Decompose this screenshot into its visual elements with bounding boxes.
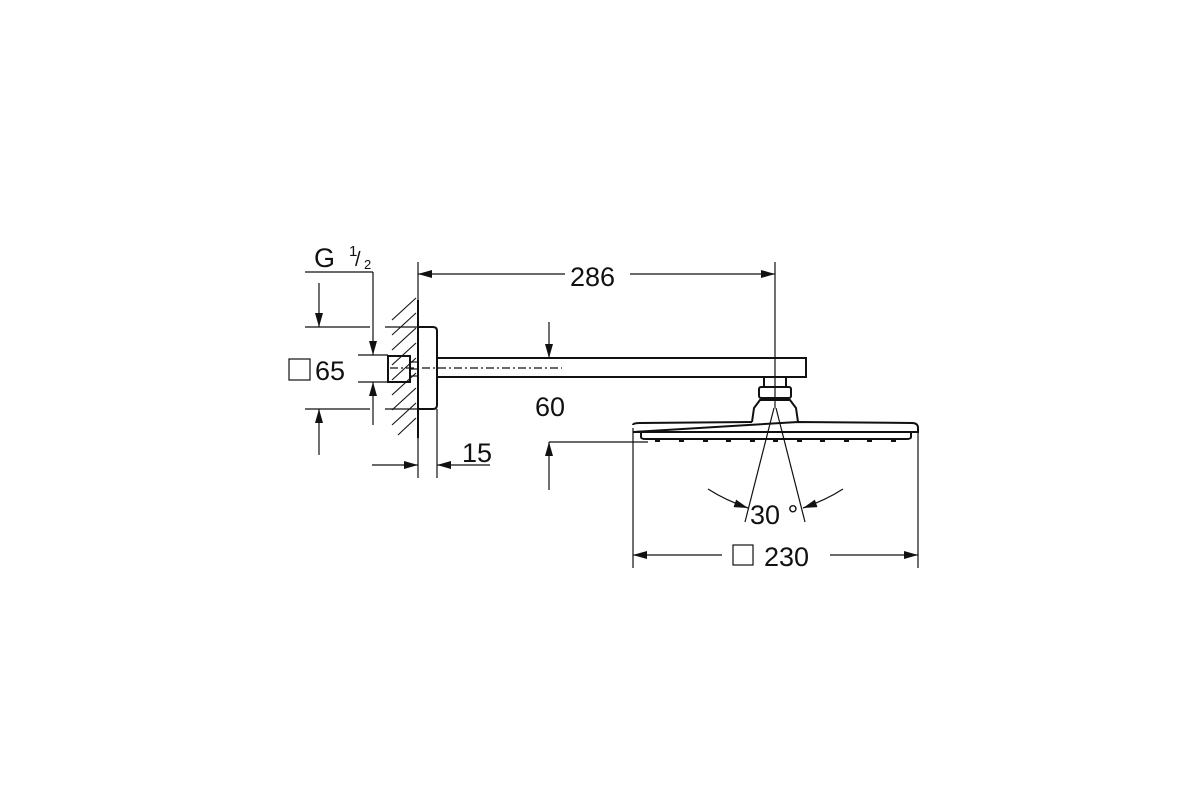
head-size-label: 230 — [764, 542, 809, 572]
spray-angle-label: 30 ° — [750, 500, 798, 530]
square-symbol-icon — [732, 544, 754, 566]
shower-arm — [436, 357, 807, 378]
flange-depth-label: 15 — [462, 438, 492, 468]
thread-denominator: 2 — [364, 257, 371, 272]
thread-dimension-lines — [305, 271, 388, 425]
wall-hatching — [391, 262, 419, 478]
shower-head — [632, 376, 919, 442]
thread-connector — [387, 355, 411, 383]
flange-size-label: 65 — [315, 356, 345, 386]
thread-numerator: 1 — [349, 243, 357, 260]
square-symbol-icon — [288, 358, 311, 381]
thread-label: G — [314, 243, 335, 273]
drop-label: 60 — [535, 392, 565, 422]
fraction-slash: / — [355, 249, 361, 271]
arm-length-label: 286 — [570, 262, 615, 292]
flange-dimension-lines — [305, 283, 418, 455]
spray-angle-lines — [707, 407, 844, 523]
